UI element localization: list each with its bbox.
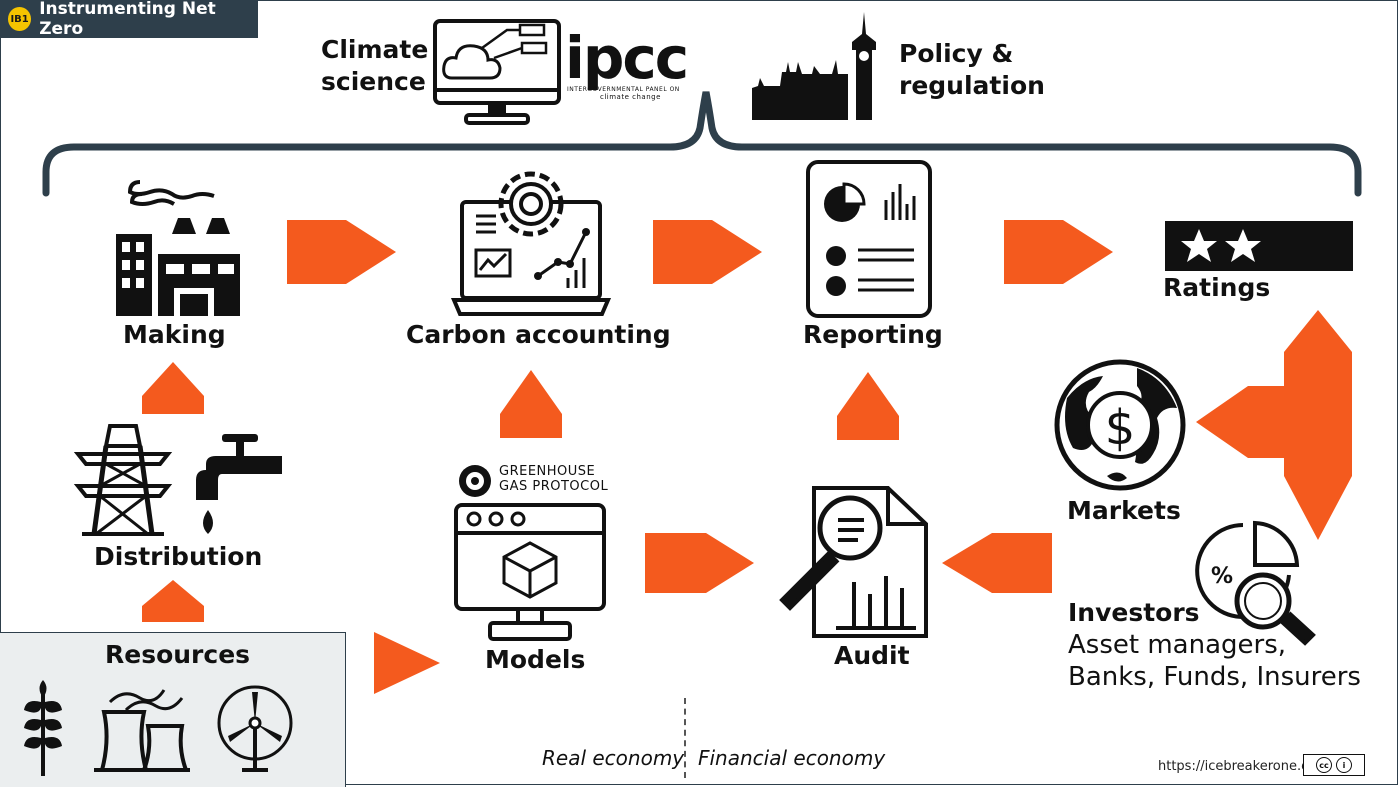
policy-label: Policy & regulation bbox=[899, 39, 1045, 100]
arrow-resources-to-distribution bbox=[142, 580, 204, 622]
laptop-gear-icon bbox=[450, 171, 612, 316]
climate-science-label: Climate science bbox=[321, 35, 429, 96]
reporting-label: Reporting bbox=[803, 320, 943, 349]
ghg-protocol-text: GREENHOUSE GAS PROTOCOL bbox=[499, 464, 609, 494]
ipcc-subtitle-1: INTERGOVERNMENTAL PANEL ON bbox=[567, 86, 680, 93]
monitor-cube-icon bbox=[454, 503, 606, 641]
ghg-protocol-logo bbox=[459, 465, 491, 497]
investors-subtitle: Asset managers, Banks, Funds, Insurers bbox=[1068, 630, 1361, 692]
pie-magnifier-icon: % bbox=[1195, 520, 1316, 646]
wheat-icon bbox=[24, 680, 62, 776]
svg-text:$: $ bbox=[1105, 400, 1136, 456]
arrow-audit-to-reporting bbox=[837, 372, 899, 440]
arrow-models-to-audit bbox=[645, 533, 754, 593]
ib1-logo: IB1 bbox=[8, 7, 32, 31]
ipcc-logo: ipcc bbox=[565, 24, 689, 92]
tap-icon bbox=[196, 434, 282, 534]
resources-label: Resources bbox=[105, 640, 251, 669]
brace bbox=[42, 91, 1362, 197]
cooling-tower-icon bbox=[94, 689, 190, 772]
title-badge: IB1 Instrumenting Net Zero bbox=[0, 0, 258, 39]
star-rating-icon bbox=[1165, 221, 1353, 271]
globe-dollar-icon: $ bbox=[1054, 359, 1186, 491]
report-icon bbox=[806, 160, 932, 318]
arrow-distribution-to-making bbox=[142, 362, 204, 414]
markets-label: Markets bbox=[1067, 496, 1181, 525]
arrow-reporting-to-ratings bbox=[1004, 220, 1113, 284]
arrow-carbon-to-reporting bbox=[653, 220, 762, 284]
wind-turbine-icon bbox=[217, 685, 293, 772]
audit-label: Audit bbox=[834, 641, 910, 670]
ratings-label: Ratings bbox=[1163, 273, 1271, 302]
investors-label: Investors bbox=[1068, 598, 1200, 627]
ipcc-subtitle-2: climate change bbox=[600, 93, 661, 101]
arrow-resources-to-models bbox=[374, 632, 440, 694]
distribution-label: Distribution bbox=[94, 542, 263, 571]
badge-title: Instrumenting Net Zero bbox=[39, 0, 216, 39]
factory-icon bbox=[116, 180, 240, 316]
arrow-ratings-markets-investors bbox=[1196, 310, 1352, 540]
financial-economy-label: Financial economy bbox=[698, 746, 886, 770]
svg-text:%: % bbox=[1211, 564, 1233, 589]
making-label: Making bbox=[123, 320, 226, 349]
audit-magnifier-icon bbox=[779, 486, 928, 638]
cc-by-license-icon: cc i bbox=[1303, 754, 1365, 776]
arrow-making-to-carbon bbox=[287, 220, 396, 284]
pylon-icon bbox=[73, 424, 173, 536]
models-label: Models bbox=[485, 645, 586, 674]
arrow-investors-to-audit bbox=[942, 533, 1052, 593]
parliament-icon bbox=[752, 12, 876, 120]
monitor-cloud-icon bbox=[433, 19, 561, 125]
carbon-accounting-label: Carbon accounting bbox=[406, 320, 671, 349]
source-url[interactable]: https://icebreakerone.org bbox=[1158, 759, 1323, 774]
economy-divider bbox=[684, 698, 686, 778]
arrow-models-to-carbon bbox=[500, 370, 562, 438]
real-economy-label: Real economy bbox=[542, 746, 685, 770]
